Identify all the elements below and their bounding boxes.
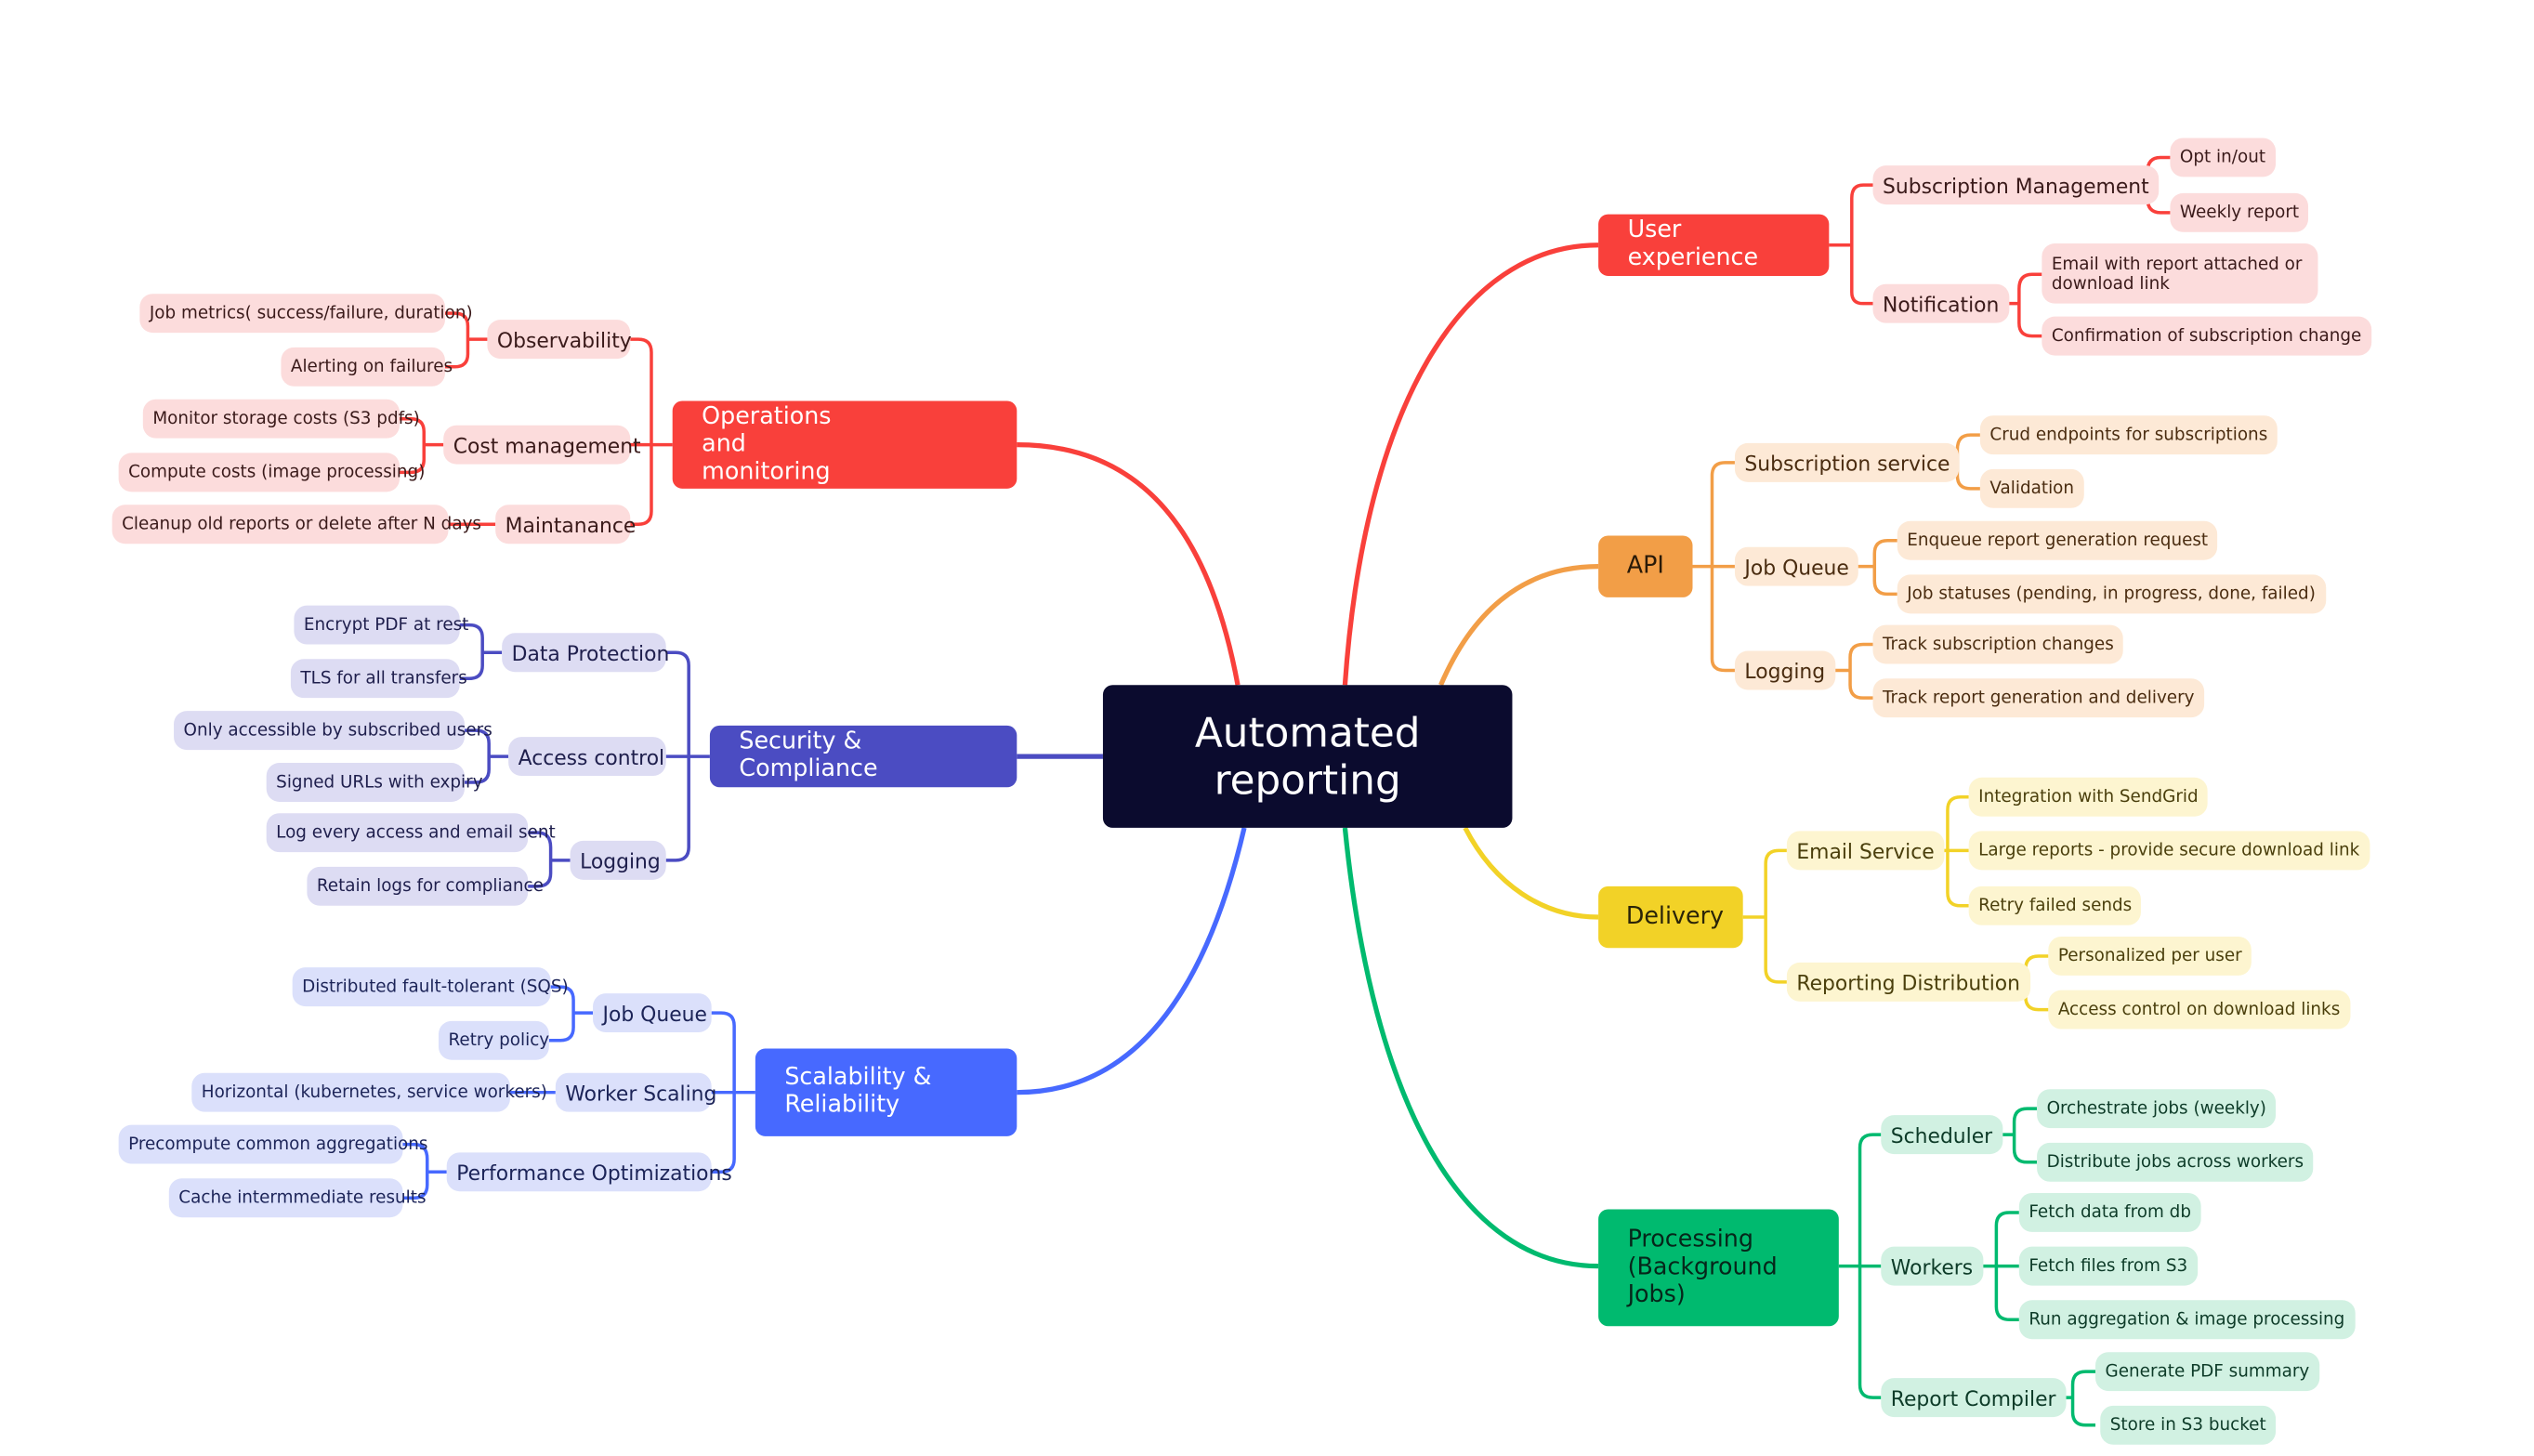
- leaf-signed-urls[interactable]: Signed URLs with expiry: [266, 763, 483, 802]
- link-root-api: [1438, 564, 1599, 687]
- leaf-weekly-report[interactable]: Weekly report: [2170, 192, 2309, 232]
- branch-security[interactable]: Security & Compliance: [709, 725, 1018, 788]
- leaf-orchestrate-jobs[interactable]: Orchestrate jobs (weekly): [2037, 1089, 2277, 1129]
- leaf-track-subscription-changes[interactable]: Track subscription changes: [1872, 624, 2124, 664]
- leaf-run-aggregation[interactable]: Run aggregation & image processing: [2018, 1300, 2355, 1340]
- link-root-operations: [1017, 442, 1241, 686]
- leaf-distributed-sqs[interactable]: Distributed fault-tolerant (SQS): [292, 967, 569, 1007]
- links-operations: [400, 311, 673, 527]
- leaf-job-metrics[interactable]: Job metrics( success/failure, duration): [139, 294, 473, 334]
- branch-delivery[interactable]: Delivery: [1598, 885, 1743, 949]
- topic-observability[interactable]: Observability: [487, 320, 632, 360]
- branch-label: Security & Compliance: [739, 728, 878, 783]
- links-processing: [1838, 1107, 2096, 1427]
- leaf-fetch-data-db[interactable]: Fetch data from db: [2018, 1192, 2201, 1232]
- leaf-compute-costs[interactable]: Compute costs (image processing): [118, 453, 425, 492]
- topic-workers[interactable]: Workers: [1881, 1246, 1983, 1286]
- leaf-encrypt-pdf[interactable]: Encrypt PDF at rest: [294, 605, 468, 645]
- topic-scheduler[interactable]: Scheduler: [1881, 1115, 2002, 1155]
- leaf-fetch-files-s3[interactable]: Fetch files from S3: [2018, 1246, 2198, 1286]
- topic-email-service[interactable]: Email Service: [1786, 831, 1945, 871]
- topic-access-control[interactable]: Access control: [508, 737, 666, 777]
- branch-processing[interactable]: Processing (Background Jobs): [1598, 1209, 1839, 1327]
- link-root-scalability: [1017, 827, 1247, 1095]
- topic-logging-security[interactable]: Logging: [570, 840, 666, 880]
- topic-subscription-management[interactable]: Subscription Management: [1872, 165, 2160, 205]
- leaf-enqueue-report[interactable]: Enqueue report generation request: [1897, 520, 2218, 560]
- topic-job-queue-scalability[interactable]: Job Queue: [593, 993, 712, 1033]
- leaf-validation[interactable]: Validation: [1979, 468, 2084, 508]
- leaf-integration-sendgrid[interactable]: Integration with SendGrid: [1968, 777, 2209, 817]
- leaf-alerting-failures[interactable]: Alerting on failures: [281, 347, 453, 387]
- leaf-cleanup-old-reports[interactable]: Cleanup old reports or delete after N da…: [112, 505, 481, 544]
- leaf-monitor-storage[interactable]: Monitor storage costs (S3 pdfs): [142, 399, 420, 439]
- topic-reporting-distribution[interactable]: Reporting Distribution: [1786, 962, 2030, 1002]
- branch-operations[interactable]: Operations and monitoring: [672, 400, 1018, 489]
- leaf-retain-logs[interactable]: Retain logs for compliance: [307, 866, 544, 906]
- leaf-distribute-jobs[interactable]: Distribute jobs across workers: [2037, 1142, 2314, 1182]
- branch-label: Delivery: [1625, 903, 1725, 930]
- branch-label: Scalability & Reliability: [784, 1064, 932, 1119]
- topic-performance-optimizations[interactable]: Performance Optimizations: [446, 1152, 732, 1192]
- leaf-cache-results[interactable]: Cache intermmediate results: [168, 1178, 427, 1218]
- topic-job-queue[interactable]: Job Queue: [1734, 546, 1859, 586]
- leaf-personalized-per-user[interactable]: Personalized per user: [2048, 936, 2252, 976]
- leaf-opt-in-out[interactable]: Opt in/out: [2170, 138, 2276, 177]
- leaf-track-report-generation[interactable]: Track report generation and delivery: [1872, 678, 2205, 718]
- topic-data-protection[interactable]: Data Protection: [502, 633, 669, 673]
- leaf-log-every-access[interactable]: Log every access and email sent: [266, 813, 556, 853]
- links-security: [459, 623, 710, 888]
- leaf-retry-failed-sends[interactable]: Retry failed sends: [1968, 885, 2142, 925]
- leaf-generate-pdf[interactable]: Generate PDF summary: [2095, 1352, 2319, 1392]
- branch-label: User experience: [1627, 217, 1759, 271]
- leaf-tls-transfers[interactable]: TLS for all transfers: [290, 659, 467, 699]
- topic-cost-management[interactable]: Cost management: [443, 425, 641, 465]
- leaf-confirmation-change[interactable]: Confirmation of subscription change: [2042, 316, 2371, 356]
- leaf-store-s3[interactable]: Store in S3 bucket: [2100, 1405, 2277, 1445]
- topic-logging[interactable]: Logging: [1734, 650, 1835, 690]
- topic-report-compiler[interactable]: Report Compiler: [1881, 1378, 2067, 1418]
- central-topic[interactable]: Automated reporting: [1102, 685, 1513, 828]
- branch-label: API: [1626, 552, 1664, 579]
- topic-maintanance[interactable]: Maintanance: [495, 505, 636, 544]
- topic-worker-scaling[interactable]: Worker Scaling: [555, 1072, 716, 1112]
- branch-user-experience[interactable]: User experience: [1598, 214, 1830, 276]
- topic-notification[interactable]: Notification: [1872, 283, 2009, 323]
- leaf-precompute-aggregations[interactable]: Precompute common aggregations: [118, 1124, 427, 1164]
- leaf-retry-policy[interactable]: Retry policy: [438, 1020, 549, 1060]
- leaf-job-statuses[interactable]: Job statuses (pending, in progress, done…: [1897, 574, 2326, 614]
- leaf-email-with-report[interactable]: Email with report attached or download l…: [2042, 243, 2318, 304]
- topic-subscription-service[interactable]: Subscription service: [1734, 442, 1960, 482]
- branch-label: Operations and monitoring: [702, 403, 832, 485]
- link-root-delivery: [1463, 826, 1599, 920]
- branch-label: Processing (Background Jobs): [1627, 1226, 1778, 1308]
- leaf-only-accessible[interactable]: Only accessible by subscribed users: [174, 711, 492, 751]
- link-root-user-experience: [1342, 243, 1599, 686]
- leaf-large-reports[interactable]: Large reports - provide secure download …: [1968, 831, 2370, 871]
- link-root-processing: [1342, 827, 1599, 1269]
- branch-api[interactable]: API: [1598, 535, 1693, 597]
- leaf-crud-endpoints[interactable]: Crud endpoints for subscriptions: [1979, 415, 2278, 455]
- branch-scalability[interactable]: Scalability & Reliability: [755, 1048, 1018, 1136]
- central-topic-label: Automated reporting: [1194, 709, 1421, 804]
- links-scalability: [402, 985, 755, 1200]
- leaf-horizontal-scaling[interactable]: Horizontal (kubernetes, service workers): [191, 1072, 547, 1112]
- leaf-access-control-download[interactable]: Access control on download links: [2048, 990, 2350, 1030]
